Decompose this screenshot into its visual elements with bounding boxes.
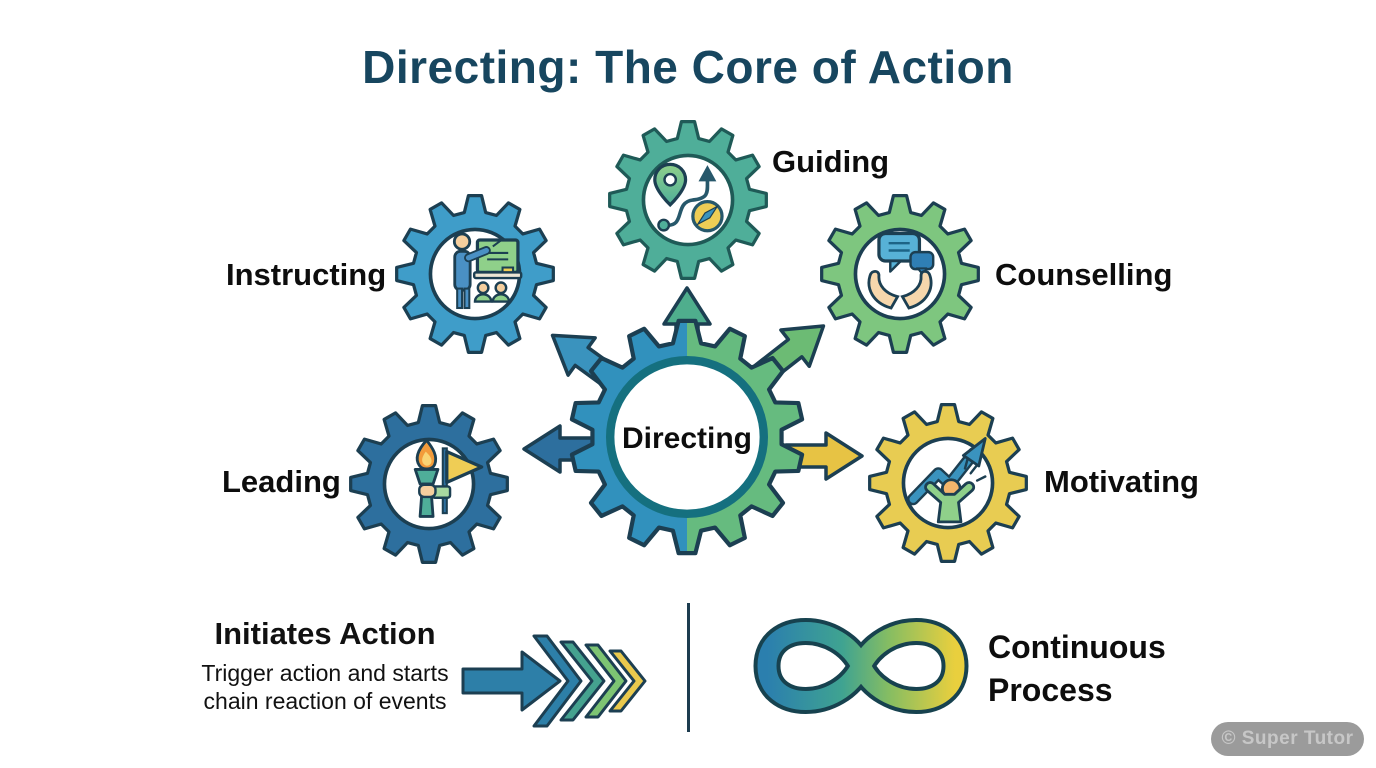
leading-gear — [349, 404, 509, 564]
torch-flag-icon — [413, 438, 484, 518]
route-compass-icon — [653, 162, 724, 233]
watermark-badge: © Super Tutor — [1211, 722, 1364, 756]
initiates-action-section: Initiates Action Trigger action and star… — [190, 616, 460, 715]
instructing-label: Instructing — [226, 257, 387, 292]
chevron-arrows-icon — [461, 634, 647, 728]
infinity-icon — [753, 618, 969, 714]
center-gear-label: Directing — [622, 422, 752, 455]
initiates-action-line2: chain reaction of events — [203, 688, 447, 714]
hands-chat-icon — [867, 231, 935, 310]
continuous-process-line2: Process — [988, 672, 1113, 708]
initiates-action-line1: Trigger action and starts — [201, 660, 449, 686]
leading-label: Leading — [222, 464, 341, 499]
instructing-gear — [395, 194, 555, 354]
motivating-gear — [868, 403, 1028, 563]
motivating-label: Motivating — [1044, 464, 1199, 499]
guiding-label: Guiding — [772, 144, 890, 179]
flag-icon — [445, 449, 484, 484]
section-divider — [687, 603, 690, 732]
teacher-board-icon — [452, 232, 523, 310]
growth-person-icon — [907, 437, 987, 524]
left-hand-icon — [867, 269, 900, 310]
right-hand-icon — [900, 269, 933, 310]
hand-icon — [418, 483, 437, 499]
up-arrow-icon — [698, 165, 717, 182]
continuous-process-line1: Continuous — [988, 629, 1166, 665]
page-title: Directing: The Core of Action — [362, 41, 1014, 93]
counselling-label: Counselling — [995, 257, 1173, 292]
counselling-gear — [820, 194, 980, 354]
person-body-icon — [924, 481, 976, 524]
initiates-action-heading: Initiates Action — [214, 616, 436, 651]
guiding-gear — [608, 120, 768, 280]
continuous-process-section: Continuous Process — [988, 626, 1166, 712]
directing-gear: Directing — [569, 318, 805, 556]
speech-bubble-small-icon — [909, 250, 935, 271]
